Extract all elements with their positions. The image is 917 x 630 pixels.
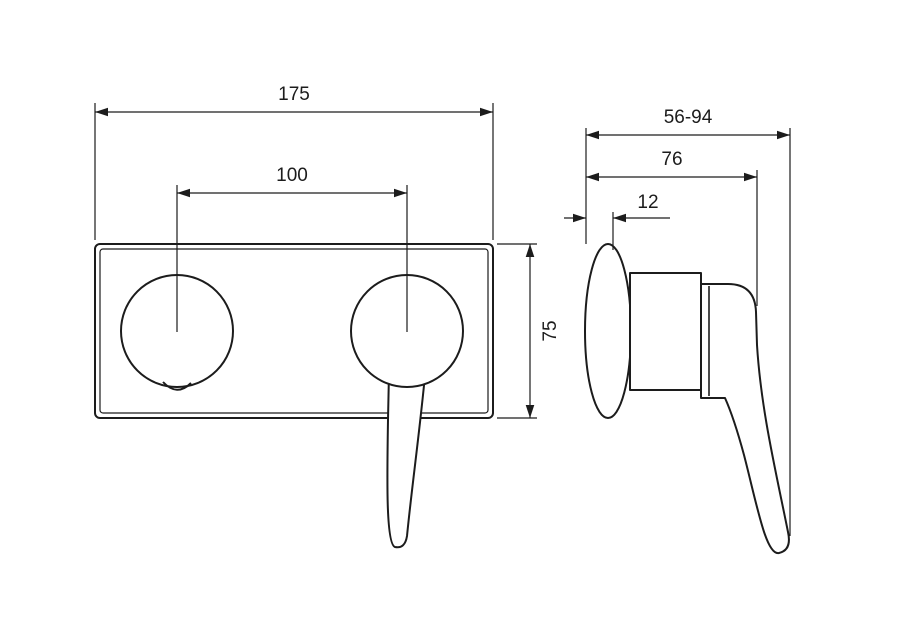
- dim-side-depth-range: 56-94: [585, 107, 791, 536]
- dim-front-height: 75: [497, 243, 561, 419]
- dim-side-flange-depth: 12: [564, 192, 670, 250]
- side-flange: [584, 243, 632, 419]
- front-lever-handle: [386, 364, 427, 549]
- dim-front-centers: 100: [176, 165, 408, 332]
- front-view: 175 100 75: [94, 84, 561, 549]
- side-lever-handle: [700, 283, 790, 554]
- side-view: 56-94 76 12: [564, 107, 791, 554]
- front-left-escutcheon-notch: [162, 381, 192, 391]
- dim-front-centers-label: 100: [276, 165, 308, 186]
- dim-side-depth-range-label: 56-94: [664, 107, 713, 128]
- dim-side-depth-label: 76: [661, 149, 682, 170]
- side-valve-body: [629, 272, 702, 391]
- dim-front-width-label: 175: [278, 84, 310, 105]
- dim-front-height-label: 75: [540, 320, 561, 341]
- front-plate-inner-edge: [99, 248, 489, 414]
- dim-side-depth: 76: [586, 149, 758, 306]
- dim-front-width: 175: [94, 84, 494, 240]
- dim-side-flange-depth-label: 12: [637, 192, 658, 213]
